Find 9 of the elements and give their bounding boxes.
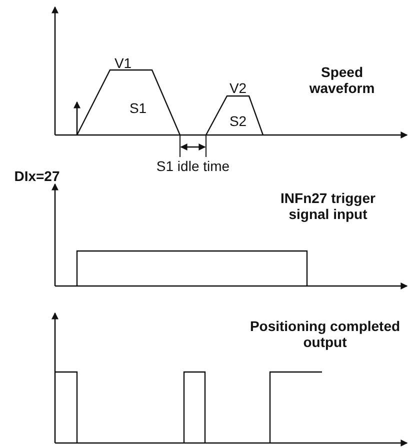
area-label: S2 [228,113,248,129]
area-label: S1 [128,100,148,116]
waveform-title: Positioning completed output [248,318,402,350]
waveform-title: INFn27 trigger signal input [280,190,376,222]
speed-label: V2 [228,80,248,96]
signal-title: DIx=27 [13,168,61,184]
speed-label: V1 [113,55,133,71]
waveform-title: Speed waveform [308,64,376,96]
time-label: S1 idle time [155,158,231,174]
